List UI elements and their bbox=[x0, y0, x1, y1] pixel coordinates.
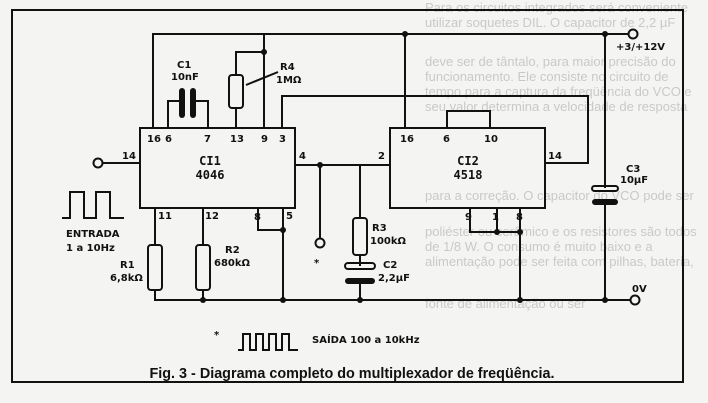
r1-value: 6,8kΩ bbox=[110, 273, 143, 284]
capacitor-c3: C3 10µF bbox=[591, 164, 648, 205]
r3-name: R3 bbox=[372, 223, 387, 234]
resistor-r2: R2 680kΩ bbox=[195, 244, 251, 291]
pin-label: 16 bbox=[147, 134, 161, 145]
ci1-chip: CI1 4046 16 6 7 13 9 3 14 4 11 12 8 5 bbox=[122, 127, 306, 223]
c1-value: 10nF bbox=[171, 72, 199, 83]
pin-label: 2 bbox=[378, 151, 385, 162]
c2-name: C2 bbox=[383, 260, 397, 271]
ci1-name: CI1 bbox=[199, 154, 221, 168]
r4-value: 1MΩ bbox=[276, 75, 302, 86]
ci2-chip: CI2 4518 16 6 10 2 14 9 1 8 bbox=[378, 110, 562, 223]
resistor-r1: R1 6,8kΩ bbox=[110, 244, 163, 291]
r3-value: 100kΩ bbox=[370, 236, 407, 247]
input-terminal bbox=[92, 157, 104, 169]
r4-name: R4 bbox=[280, 62, 295, 73]
r1-name: R1 bbox=[120, 260, 135, 271]
input-square-wave bbox=[62, 191, 124, 219]
output-terminal bbox=[314, 237, 326, 249]
pin-label: 9 bbox=[465, 212, 472, 223]
pin-label: 4 bbox=[299, 151, 306, 162]
supply-label: +3/+12V bbox=[616, 42, 665, 53]
output-marker: * bbox=[214, 330, 220, 341]
pin-label: 7 bbox=[204, 134, 211, 145]
c3-name: C3 bbox=[626, 164, 640, 175]
c2-value: 2,2µF bbox=[378, 273, 410, 284]
c3-value: 10µF bbox=[620, 175, 648, 186]
capacitor-c1: C1 10nF bbox=[171, 60, 199, 118]
pin-label: 14 bbox=[122, 151, 136, 162]
pin-label: 6 bbox=[443, 134, 450, 145]
resistor-r4: R4 1MΩ bbox=[228, 62, 302, 109]
pin-label: 12 bbox=[205, 211, 219, 222]
figure-caption: Fig. 3 - Diagrama completo do multiplexa… bbox=[150, 365, 555, 382]
pin-label: 5 bbox=[286, 211, 293, 222]
ci2-part: 4518 bbox=[454, 168, 483, 182]
r2-name: R2 bbox=[225, 245, 240, 256]
ci2-name: CI2 bbox=[457, 154, 479, 168]
pin-label: 1 bbox=[492, 212, 499, 223]
pin-label: 9 bbox=[261, 134, 268, 145]
figure-frame bbox=[11, 9, 684, 383]
output-label: SAÍDA 100 a 10kHz bbox=[312, 333, 420, 346]
input-range: 1 a 10Hz bbox=[66, 243, 115, 254]
pin-label: 3 bbox=[279, 134, 286, 145]
resistor-r3: R3 100kΩ bbox=[352, 217, 407, 256]
junction-dots bbox=[200, 31, 608, 303]
capacitor-c2: C2 2,2µF bbox=[344, 260, 410, 284]
supply-terminal bbox=[627, 28, 639, 40]
ground-terminal bbox=[629, 294, 641, 306]
wires bbox=[103, 33, 630, 301]
input-label: ENTRADA bbox=[66, 229, 120, 240]
ground-label: 0V bbox=[632, 284, 647, 295]
r2-value: 680kΩ bbox=[214, 258, 251, 269]
pin-label: 13 bbox=[230, 134, 244, 145]
output-square-wave bbox=[238, 333, 298, 351]
pin-label: 14 bbox=[548, 151, 562, 162]
pin-label: 11 bbox=[158, 211, 172, 222]
pin-label: 16 bbox=[400, 134, 414, 145]
pin-label: 10 bbox=[484, 134, 498, 145]
pin-label: 6 bbox=[165, 134, 172, 145]
c1-name: C1 bbox=[177, 60, 191, 71]
test-point-marker: * bbox=[314, 258, 320, 269]
ci1-part: 4046 bbox=[196, 168, 225, 182]
